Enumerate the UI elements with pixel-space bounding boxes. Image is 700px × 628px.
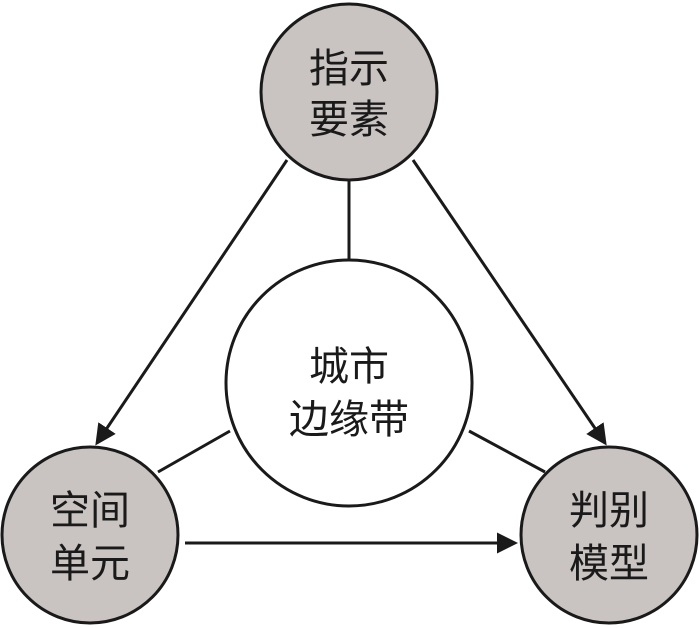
node-urban-fringe: 城市 边缘带 (224, 258, 474, 508)
node-indicator-elements-line2: 要素 (309, 97, 389, 143)
node-spatial-unit: 空间 单元 (0, 445, 180, 625)
arrow-top-to-left (95, 159, 289, 446)
connector-center-right (468, 429, 546, 474)
node-indicator-elements-line1: 指示 (309, 46, 389, 92)
node-spatial-unit-line1: 空间 (50, 488, 130, 534)
node-discrimination-model-line1: 判别 (569, 488, 649, 534)
node-discrimination-model: 判别 模型 (519, 445, 699, 625)
node-discrimination-model-line2: 模型 (569, 541, 649, 587)
node-indicator-elements-circle (259, 2, 439, 182)
node-urban-fringe-line2: 边缘带 (289, 397, 409, 443)
connector-center-left (157, 429, 231, 474)
node-spatial-unit-circle (0, 445, 180, 625)
node-urban-fringe-line1: 城市 (309, 344, 389, 390)
node-discrimination-model-circle (519, 445, 699, 625)
node-indicator-elements: 指示 要素 (259, 2, 439, 182)
arrow-top-to-right (411, 159, 607, 446)
node-spatial-unit-line2: 单元 (50, 541, 130, 587)
node-urban-fringe-circle (224, 258, 474, 508)
